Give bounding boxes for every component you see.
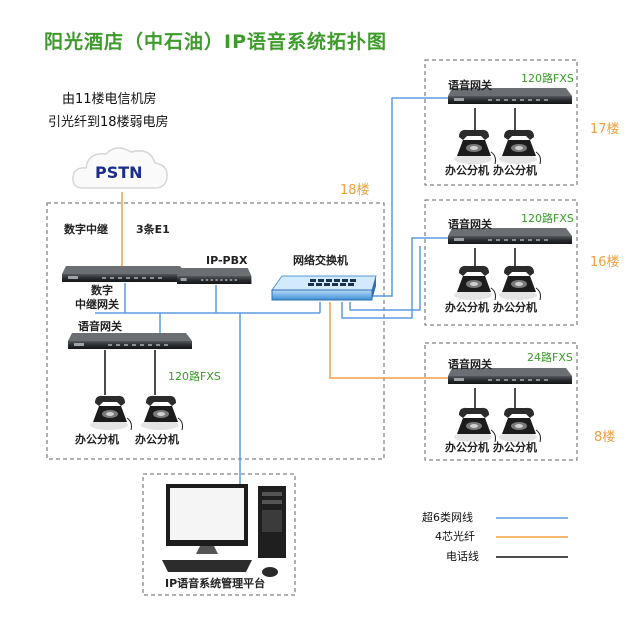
phone-lines xyxy=(104,108,516,410)
digital-gateway-label-2: 中继网关 xyxy=(75,298,119,311)
switch-label: 网络交换机 xyxy=(293,254,348,267)
page-title: 阳光酒店（中石油）IP语音系统拓扑图 xyxy=(44,31,387,53)
floor16-label: 16楼 xyxy=(590,255,620,270)
floor8-label: 8楼 xyxy=(594,430,616,445)
digital-trunk-gateway-device xyxy=(62,266,186,282)
phone-16-2-label: 办公分机 xyxy=(493,301,537,314)
phone-8-2-label: 办公分机 xyxy=(493,441,537,454)
ip-pbx-label: IP-PBX xyxy=(206,254,248,267)
phone-17-2-label: 办公分机 xyxy=(493,164,537,177)
network-switch-device xyxy=(271,275,377,301)
fxs-17-label: 120路FXS xyxy=(521,72,574,85)
voice-gateway-18-label: 语音网关 xyxy=(78,320,122,333)
floor8-box xyxy=(424,342,578,461)
phone-17-1-icon xyxy=(453,129,496,165)
floor18-label: 18楼 xyxy=(340,183,370,198)
e1-label: 3条E1 xyxy=(136,223,170,236)
legend-cat6-label: 超6类网线 xyxy=(422,511,473,524)
fxs-8-label: 24路FXS xyxy=(527,351,573,364)
phone-18-1-icon xyxy=(89,395,132,431)
management-box xyxy=(142,473,296,596)
phone-8-1-icon xyxy=(453,407,496,443)
digital-gateway-label-1: 数字 xyxy=(91,284,113,297)
floor17-box xyxy=(424,59,578,186)
fiber-lines xyxy=(121,192,452,379)
floor18-box xyxy=(46,202,385,460)
phone-18-2-icon xyxy=(140,395,183,431)
phone-18-1-label: 办公分机 xyxy=(75,433,119,446)
floor17-label: 17楼 xyxy=(590,122,620,137)
management-label: IP语音系统管理平台 xyxy=(165,577,266,590)
fxs-16-label: 120路FXS xyxy=(521,212,574,225)
voice-gateway-18-device xyxy=(68,333,192,349)
digital-trunk-label: 数字中继 xyxy=(64,223,108,236)
source-note-line1: 由11楼电信机房 xyxy=(62,92,157,107)
voice-gateway-8-label: 语音网关 xyxy=(448,358,492,371)
voice-gateway-17-label: 语音网关 xyxy=(448,79,492,92)
phone-8-1-label: 办公分机 xyxy=(445,441,489,454)
pstn-label: PSTN xyxy=(95,163,143,182)
floor16-box xyxy=(424,199,578,326)
legend-phone-label: 电话线 xyxy=(446,550,479,563)
phone-16-1-icon xyxy=(453,265,496,301)
ip-pbx-device xyxy=(177,268,252,284)
voice-gateway-16-label: 语音网关 xyxy=(448,218,492,231)
phone-16-1-label: 办公分机 xyxy=(445,301,489,314)
cat6-lines xyxy=(95,97,452,485)
fxs-18-label: 120路FXS xyxy=(168,370,221,383)
phone-18-2-label: 办公分机 xyxy=(135,433,179,446)
pstn-cloud xyxy=(72,147,168,189)
legend-fiber-label: 4芯光纤 xyxy=(435,530,475,543)
source-note-line2: 引光纤到18楼弱电房 xyxy=(48,115,169,130)
phone-17-1-label: 办公分机 xyxy=(445,164,489,177)
legend-lines xyxy=(496,517,568,558)
phone-16-2-icon xyxy=(498,265,541,301)
phone-8-2-icon xyxy=(498,407,541,443)
management-pc-icon xyxy=(162,484,286,577)
phone-17-2-icon xyxy=(498,129,541,165)
